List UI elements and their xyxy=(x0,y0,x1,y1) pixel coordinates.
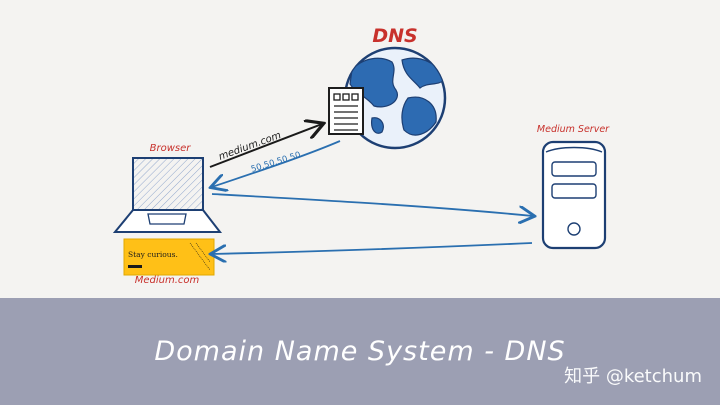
medium-thumbnail-tagline: Stay curious. xyxy=(128,250,178,259)
diagram-caption: Domain Name System - DNS xyxy=(154,336,566,367)
server-response-arrow xyxy=(212,242,533,254)
medium-thumbnail: Stay curious. xyxy=(123,238,215,276)
response-ip-label: 50.50.50.50 xyxy=(250,150,302,175)
server-icon xyxy=(541,140,607,250)
globe-icon xyxy=(343,46,447,150)
server-request-arrow xyxy=(211,193,533,216)
caption-banner xyxy=(0,298,720,405)
laptop-icon xyxy=(112,157,223,233)
dns-record-icon xyxy=(328,87,364,135)
dns-label: DNS xyxy=(372,25,417,47)
medium-site-label: Medium.com xyxy=(135,275,200,286)
browser-label: Browser xyxy=(150,143,192,154)
watermark: 知乎 @ketchum xyxy=(564,366,702,387)
dns-diagram: DNS Browser Stay curious. xyxy=(112,25,610,286)
medium-server-label: Medium Server xyxy=(537,124,610,135)
dns-response-arrow xyxy=(212,140,341,187)
dns-request-arrow xyxy=(209,124,322,168)
